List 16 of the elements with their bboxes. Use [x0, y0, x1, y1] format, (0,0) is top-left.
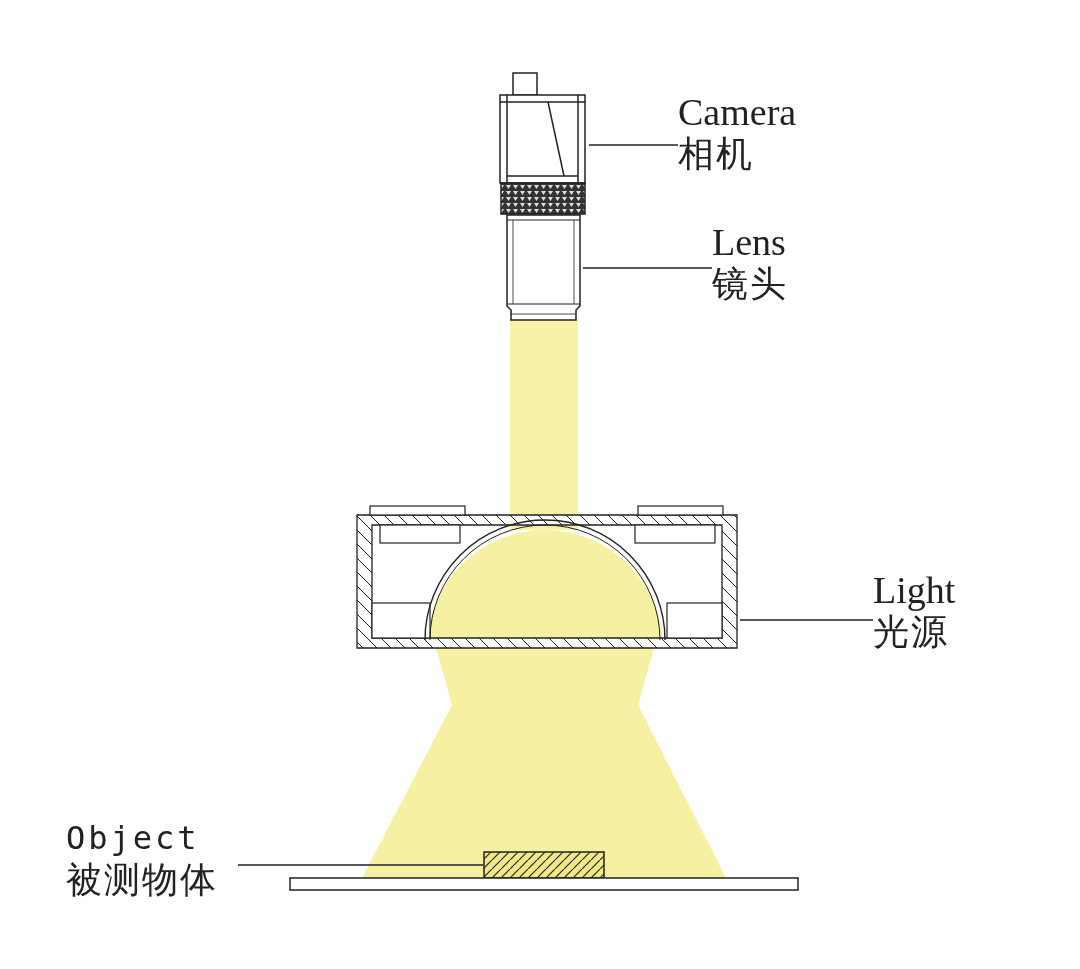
leader-line: [237, 864, 484, 866]
part-label: Camera: [678, 92, 798, 132]
leader-line: [739, 619, 874, 621]
part-label: 镜头: [712, 262, 789, 306]
base-plate: [289, 877, 799, 891]
part-label: Object: [66, 818, 201, 858]
part-label: 相机: [678, 132, 755, 176]
lens-drawing: [504, 214, 583, 322]
part-label: 被测物体: [66, 858, 219, 902]
camera-drawing: [498, 70, 589, 216]
hatched-object: [483, 851, 605, 879]
part-label: Light: [873, 570, 957, 610]
leader-line: [582, 267, 713, 269]
leader-line: [588, 144, 679, 146]
part-label: Lens: [712, 222, 787, 262]
part-label: 光源: [873, 611, 950, 654]
